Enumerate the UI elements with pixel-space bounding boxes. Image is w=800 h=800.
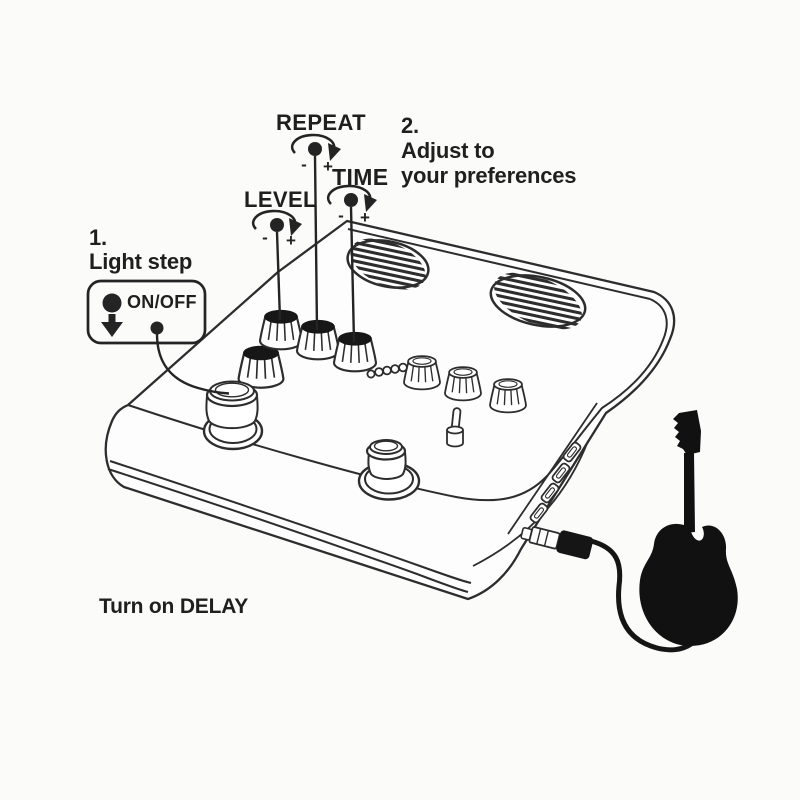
step2-line1: Adjust to bbox=[401, 138, 495, 163]
svg-text:+: + bbox=[323, 157, 333, 176]
svg-text:-: - bbox=[262, 228, 268, 247]
leader-line-onoff bbox=[155, 333, 230, 395]
level-knob-label: LEVEL bbox=[244, 187, 317, 212]
turn-on-delay-note: Turn on DELAY bbox=[99, 595, 249, 618]
leader-line-repeat bbox=[313, 155, 319, 331]
onoff-label: ON/OFF bbox=[127, 292, 197, 312]
leader-line-level bbox=[275, 231, 282, 321]
time-knob-label: TIME bbox=[332, 164, 389, 190]
leader-lines bbox=[155, 155, 356, 395]
step2-number: 2. bbox=[401, 113, 419, 138]
step2-line2: your preferences bbox=[401, 163, 577, 188]
svg-text:-: - bbox=[338, 206, 344, 225]
knob-front-left bbox=[237, 345, 285, 389]
power-dot-icon bbox=[102, 293, 122, 313]
guitar-silhouette-icon bbox=[639, 410, 738, 646]
knob-extra-3 bbox=[489, 378, 527, 414]
jack-panel bbox=[529, 441, 582, 524]
knob-extra-2 bbox=[444, 366, 482, 402]
leader-dot bbox=[150, 321, 164, 335]
svg-text:-: - bbox=[301, 155, 307, 174]
indicator-dots bbox=[366, 362, 408, 379]
rotate-arrow-icon-repeat: - + bbox=[290, 133, 341, 176]
onoff-box bbox=[86, 279, 207, 345]
step2-instruction: 2. Adjust to your preferences bbox=[401, 113, 577, 188]
footswitch-right bbox=[357, 439, 421, 501]
step1-label: Light step bbox=[89, 249, 193, 274]
svg-text:+: + bbox=[286, 231, 296, 250]
footswitch-left bbox=[202, 380, 264, 451]
leader-line-time bbox=[349, 206, 356, 343]
rotate-arrow-icon-level: - + bbox=[251, 209, 302, 250]
repeat-knob-label: REPEAT bbox=[276, 110, 367, 135]
step1-number: 1. bbox=[89, 225, 107, 250]
press-down-arrow-icon bbox=[101, 314, 123, 337]
step1-instruction: 1. Light step bbox=[89, 226, 192, 274]
svg-text:+: + bbox=[360, 208, 370, 227]
toggle-switch bbox=[446, 407, 464, 448]
jack-plug-icon bbox=[520, 526, 594, 560]
rotate-arrow-icon-time: - + bbox=[326, 184, 377, 227]
knob-extra-1 bbox=[403, 355, 441, 391]
